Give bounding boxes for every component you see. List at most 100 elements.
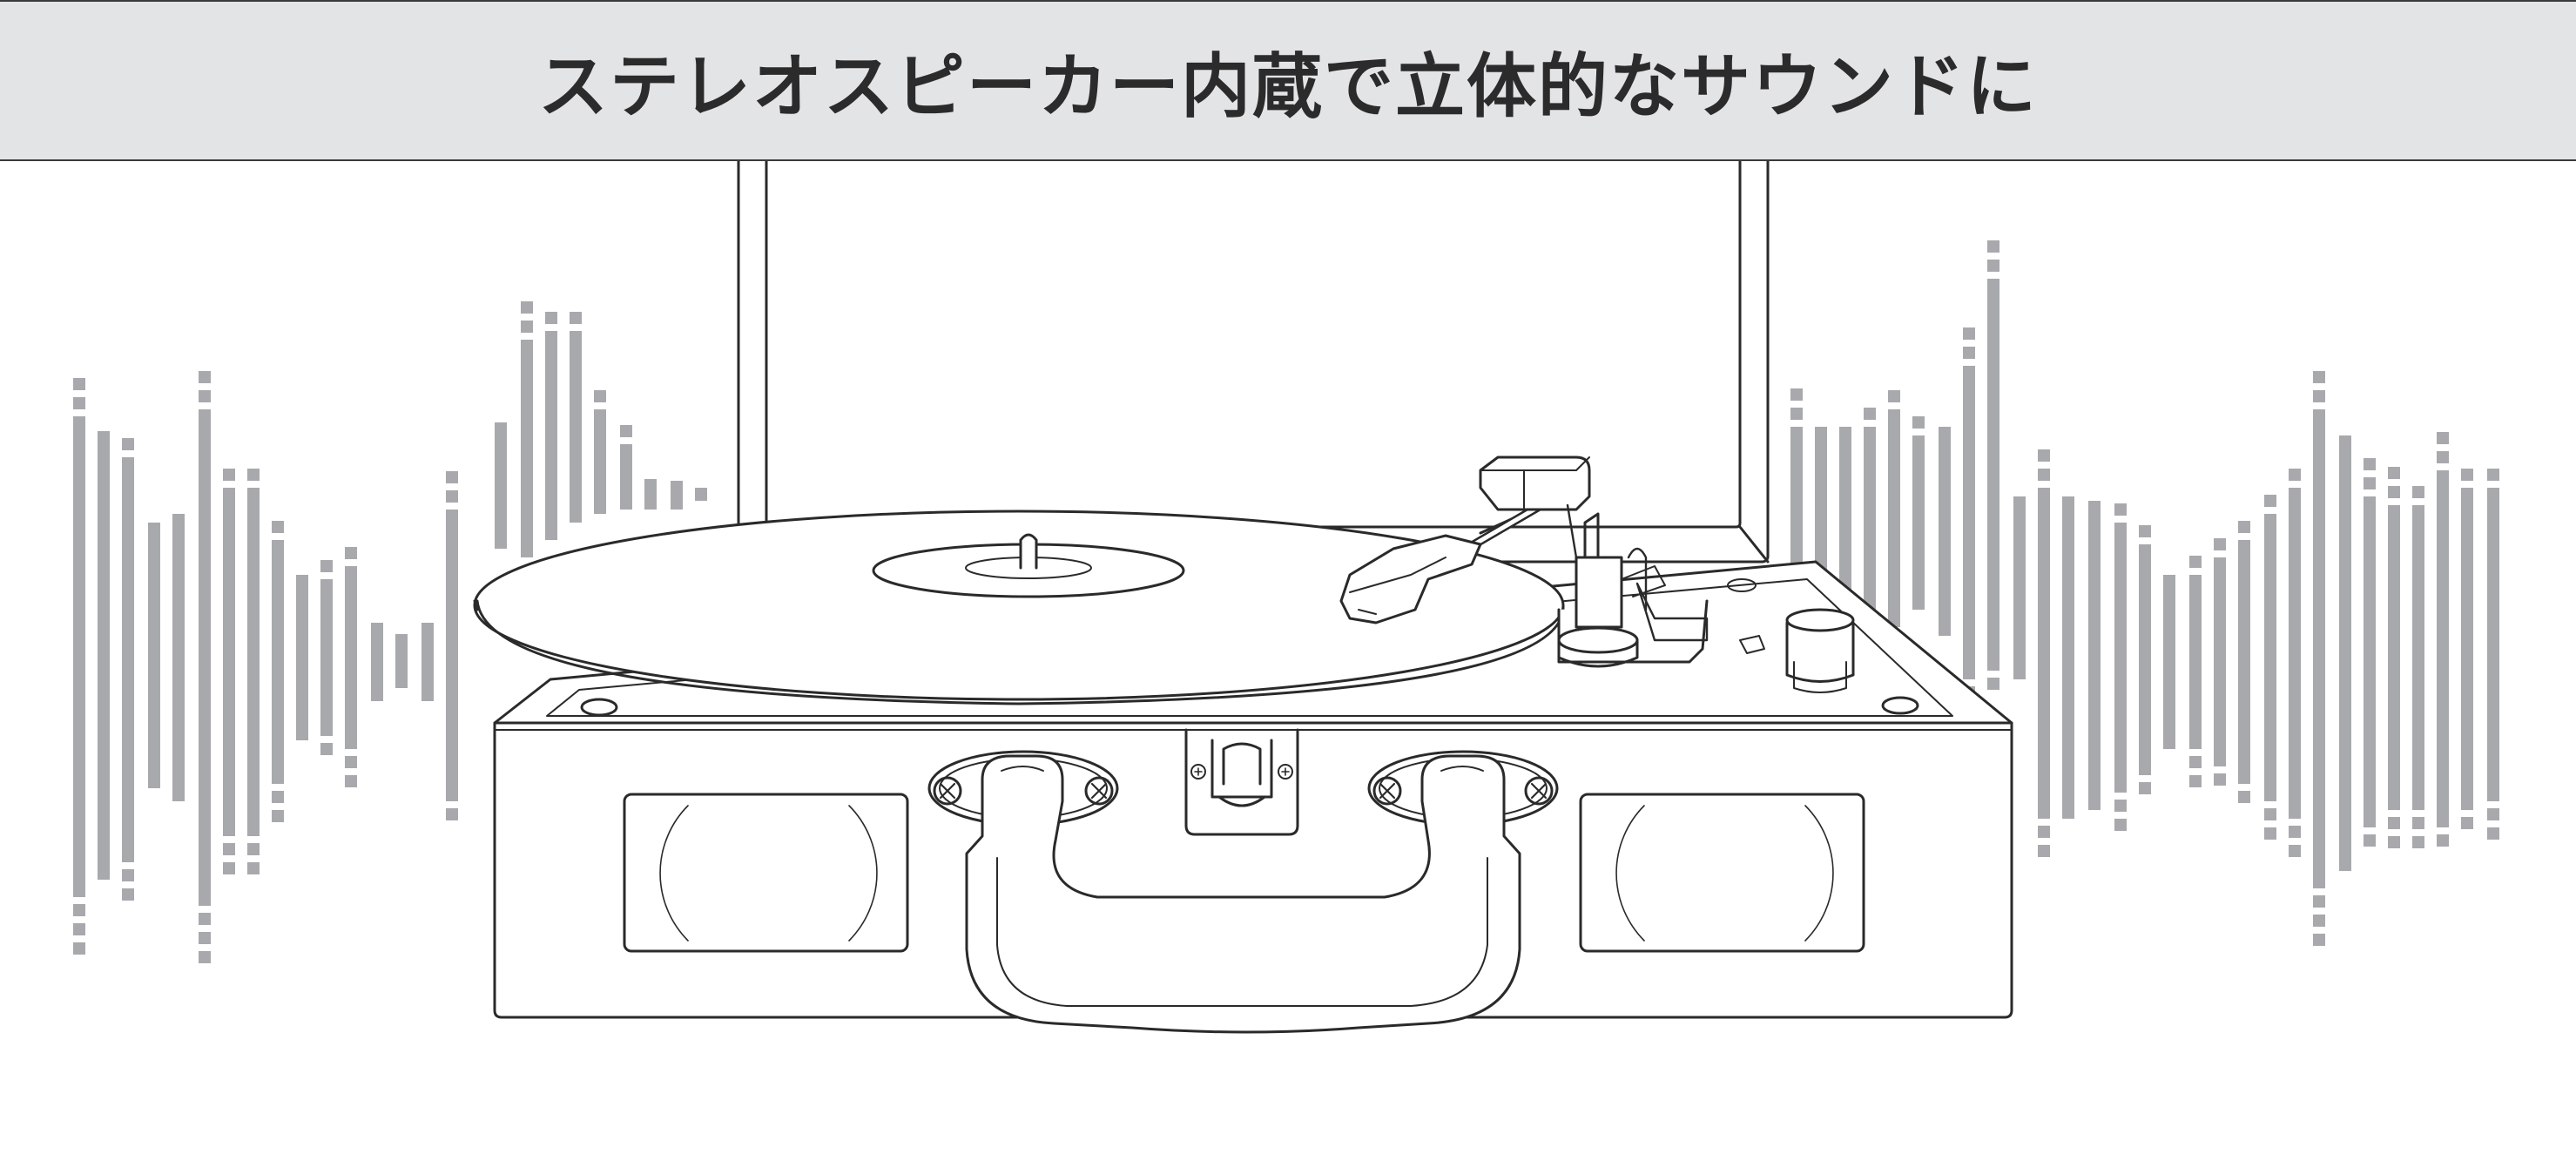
sound-wave-bar xyxy=(223,488,235,836)
sound-wave-dot xyxy=(2388,817,2400,829)
sound-wave-bar xyxy=(320,579,333,736)
sound-wave-dot xyxy=(223,843,235,855)
sound-wave-dot xyxy=(1987,678,1999,690)
sound-wave-dot xyxy=(2264,808,2276,820)
sound-wave-dot xyxy=(345,775,357,787)
sound-wave-bar xyxy=(1839,427,1851,601)
sound-wave-dot xyxy=(2289,845,2301,857)
sound-wave-bar xyxy=(2189,575,2202,749)
sound-wave-dot xyxy=(2189,775,2202,787)
sound-wave-dot xyxy=(345,547,357,559)
sound-wave-bar xyxy=(2412,505,2424,810)
sound-wave-dot xyxy=(2114,503,2127,516)
sound-wave-bar xyxy=(2088,501,2101,810)
sound-wave-dot xyxy=(2388,467,2400,479)
sound-wave-dot xyxy=(122,438,134,450)
sound-wave-bar xyxy=(98,431,110,880)
sound-wave-dot xyxy=(2139,525,2151,537)
sound-wave-dot xyxy=(2289,826,2301,838)
sound-wave-bar xyxy=(421,623,434,701)
sound-wave-bar xyxy=(594,409,606,514)
sound-wave-dot xyxy=(247,843,260,855)
sound-wave-bar xyxy=(695,488,707,501)
sound-wave-dot xyxy=(2189,556,2202,568)
tonearm-icon xyxy=(1339,456,1591,624)
sound-wave-dot xyxy=(2038,469,2050,481)
sound-wave-dot xyxy=(2038,449,2050,462)
sound-wave-bar xyxy=(2214,557,2226,766)
sound-wave-dot xyxy=(2487,808,2499,820)
sound-wave-dot xyxy=(122,869,134,881)
sound-wave-dot xyxy=(199,913,211,925)
sound-wave-dot xyxy=(199,951,211,963)
sound-wave-dot xyxy=(2313,915,2325,927)
latch-icon xyxy=(1184,728,1299,836)
sound-wave-bar xyxy=(148,523,160,788)
sound-wave-bar xyxy=(1888,409,1900,627)
sound-wave-dot xyxy=(2264,495,2276,507)
speaker-grille-icon-right xyxy=(1579,793,1865,953)
sound-wave-bar xyxy=(570,331,582,523)
sound-wave-dot xyxy=(272,791,284,803)
sound-wave-bar xyxy=(199,409,211,906)
sound-wave-bar xyxy=(644,479,657,510)
sound-wave-bar xyxy=(2114,523,2127,793)
sound-wave-dot xyxy=(2437,834,2449,847)
sound-wave-dot xyxy=(2388,486,2400,498)
sound-wave-dot xyxy=(2388,836,2400,848)
sound-wave-icon-right xyxy=(1790,240,2499,946)
sound-wave-bar xyxy=(521,340,533,557)
sound-wave-dot xyxy=(2412,817,2424,829)
sound-wave-dot xyxy=(2313,371,2325,383)
sound-wave-bar xyxy=(620,444,632,510)
sound-wave-dot xyxy=(2264,827,2276,840)
sound-wave-dot xyxy=(272,810,284,822)
sound-wave-bar xyxy=(446,510,458,801)
sound-wave-dot xyxy=(446,808,458,820)
sound-wave-bar xyxy=(2461,488,2473,810)
sound-wave-dot xyxy=(2313,934,2325,946)
sound-wave-bar xyxy=(395,634,408,688)
sound-wave-dot xyxy=(1790,408,1803,420)
sound-wave-dot xyxy=(1987,260,1999,272)
sound-wave-dot xyxy=(521,301,533,314)
sound-wave-dot xyxy=(2437,432,2449,444)
sound-wave-dot xyxy=(2238,521,2250,533)
sound-wave-dot xyxy=(2289,469,2301,481)
sound-wave-bar xyxy=(2487,488,2499,801)
sound-wave-dot xyxy=(320,743,333,755)
sound-wave-bar xyxy=(73,416,85,897)
sound-wave-dot xyxy=(223,862,235,874)
sound-wave-bar xyxy=(122,457,134,862)
sound-wave-dot xyxy=(2139,782,2151,794)
sound-wave-dot xyxy=(2214,773,2226,786)
sound-wave-dot xyxy=(446,471,458,483)
sound-wave-bar xyxy=(1864,427,1876,610)
sound-wave-bar xyxy=(1987,279,1999,671)
sound-wave-dot xyxy=(2364,458,2376,470)
title-banner: ステレオスピーカー内蔵で立体的なサウンドに xyxy=(0,0,2576,161)
sound-wave-dot xyxy=(1963,327,1975,340)
sound-wave-dot xyxy=(570,312,582,324)
sound-wave-bar xyxy=(495,422,507,549)
sound-wave-bar xyxy=(1912,435,1925,610)
sound-wave-bar xyxy=(2364,496,2376,827)
sound-wave-bar xyxy=(1963,366,1975,679)
sound-wave-dot xyxy=(223,469,235,481)
page-title: ステレオスピーカー内蔵で立体的なサウンドに xyxy=(538,45,2038,127)
tonearm-base xyxy=(1557,512,1709,668)
sound-wave-dot xyxy=(2364,834,2376,847)
sound-wave-bar xyxy=(2139,544,2151,775)
sound-wave-bar xyxy=(2264,514,2276,801)
sound-wave-dot xyxy=(272,521,284,533)
sound-wave-dot xyxy=(594,390,606,402)
sound-wave-dot xyxy=(1963,347,1975,359)
sound-wave-bar xyxy=(2437,470,2449,827)
sound-wave-bar xyxy=(2289,488,2301,819)
sound-wave-dot xyxy=(2437,451,2449,463)
sound-wave-bar xyxy=(2388,505,2400,810)
sound-wave-bar xyxy=(671,481,683,510)
sound-wave-dot xyxy=(73,923,85,935)
sound-wave-bar xyxy=(1939,427,1951,636)
